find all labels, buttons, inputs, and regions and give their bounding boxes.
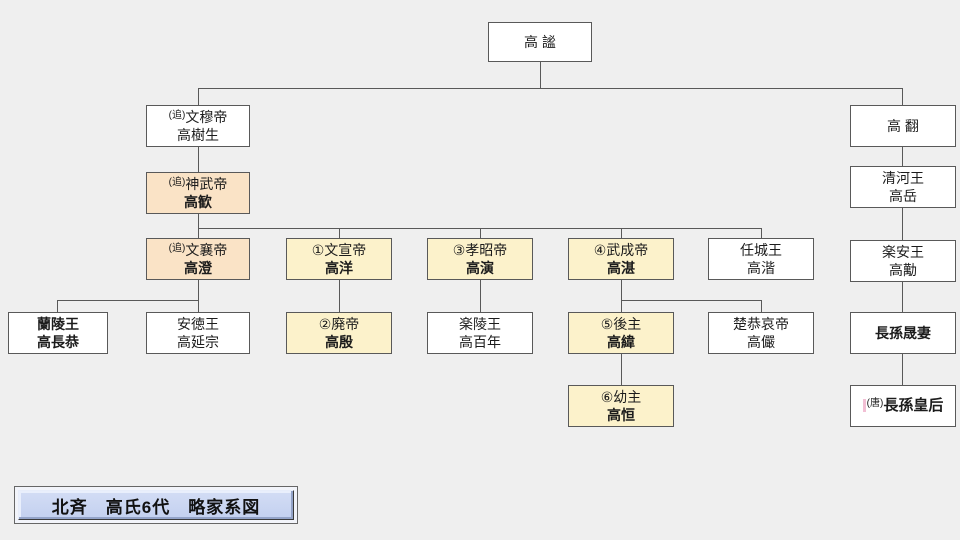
- posthumous-mark: (追): [168, 242, 186, 254]
- person-title: (追)文襄帝: [168, 241, 228, 258]
- title-banner-frame: 北斉 高氏6代 略家系図: [14, 486, 298, 524]
- person-name: 高長恭: [37, 334, 79, 350]
- person-name: 高儼: [747, 334, 775, 350]
- connector-line: [198, 147, 199, 172]
- node-leling-prince: 楽陵王 高百年: [427, 312, 533, 354]
- connector-line: [621, 300, 761, 301]
- connector-line: [621, 354, 622, 385]
- person-name: 長孫晟妻: [875, 324, 931, 341]
- person-name: 高恒: [607, 407, 635, 423]
- connector-line: [198, 88, 199, 105]
- node-qinghe-prince: 清河王 高岳: [850, 166, 956, 208]
- person-name: 高百年: [459, 334, 501, 350]
- person-name: 高 謐: [524, 33, 556, 50]
- person-title: 任城王: [740, 241, 782, 258]
- person-name: 高演: [466, 260, 494, 276]
- node-xiaozhao-emperor: ③孝昭帝 高演: [427, 238, 533, 280]
- connector-line: [902, 88, 903, 105]
- node-zhangsun-wife: 長孫晟妻: [850, 312, 956, 354]
- posthumous-mark: (追): [168, 109, 186, 121]
- node-feidi-emperor: ②廃帝 高殷: [286, 312, 392, 354]
- person-title: ②廃帝: [318, 315, 360, 332]
- connector-line: [57, 300, 198, 301]
- person-title: ③孝昭帝: [452, 241, 508, 258]
- node-lean-prince: 楽安王 高勱: [850, 240, 956, 282]
- connector-line: [57, 300, 58, 312]
- person-name: 高澄: [184, 260, 212, 276]
- connector-line: [198, 228, 761, 229]
- person-name: 高樹生: [177, 127, 219, 143]
- person-title: (追)神武帝: [168, 175, 228, 192]
- connector-line: [621, 228, 622, 238]
- person-title: ①文宣帝: [311, 241, 367, 258]
- node-houzhu-emperor: ⑤後主 高緯: [568, 312, 674, 354]
- connector-line: [902, 354, 903, 385]
- person-title: 清河王: [882, 169, 924, 186]
- diagram-title: 北斉 高氏6代 略家系図: [18, 490, 294, 520]
- connector-line: [902, 282, 903, 312]
- connector-line: [339, 228, 340, 238]
- person-title: ④武成帝: [593, 241, 649, 258]
- person-name: 高湛: [607, 260, 635, 276]
- person-name: 高湝: [747, 260, 775, 276]
- person-title: 安徳王: [177, 315, 219, 332]
- node-chugong-emperor: 楚恭哀帝 高儼: [708, 312, 814, 354]
- person-name: 高洋: [325, 260, 353, 276]
- person-title: ⑤後主: [600, 315, 642, 332]
- node-shenwu-emperor: (追)神武帝 高歓: [146, 172, 250, 214]
- pink-highlight-mark: [862, 399, 866, 413]
- node-wenxiang-emperor: (追)文襄帝 高澄: [146, 238, 250, 280]
- person-name: 高殷: [325, 334, 353, 350]
- person-title: 楽安王: [882, 243, 924, 260]
- dynasty-mark: (唐): [866, 398, 884, 410]
- person-name: 高緯: [607, 334, 635, 350]
- connector-line: [198, 280, 199, 312]
- connector-line: [198, 214, 199, 238]
- node-rencheng-prince: 任城王 高湝: [708, 238, 814, 280]
- node-zhangsun-empress: (唐)長孫皇后: [850, 385, 956, 427]
- connector-line: [198, 88, 902, 89]
- person-name-row: (唐)長孫皇后: [862, 396, 943, 416]
- posthumous-mark: (追): [168, 176, 186, 188]
- node-youzhu-emperor: ⑥幼主 高恒: [568, 385, 674, 427]
- node-gao-mi: 高 謐: [488, 22, 592, 62]
- connector-line: [540, 62, 541, 88]
- person-name: 高延宗: [177, 334, 219, 350]
- connector-line: [761, 300, 762, 312]
- person-title: ⑥幼主: [600, 388, 642, 405]
- person-name: 高 翻: [887, 117, 919, 134]
- person-title: 楽陵王: [459, 315, 501, 332]
- person-title: 楚恭哀帝: [733, 315, 789, 332]
- node-wenxuan-emperor: ①文宣帝 高洋: [286, 238, 392, 280]
- connector-line: [480, 280, 481, 312]
- node-wenmu-emperor: (追)文穆帝 高樹生: [146, 105, 250, 147]
- connector-line: [902, 147, 903, 166]
- connector-line: [339, 280, 340, 312]
- node-lanling-prince: 蘭陵王 高長恭: [8, 312, 108, 354]
- person-title: 蘭陵王: [37, 315, 79, 332]
- connector-line: [902, 208, 903, 240]
- connector-line: [480, 228, 481, 238]
- node-gao-fan: 高 翻: [850, 105, 956, 147]
- node-ande-prince: 安徳王 高延宗: [146, 312, 250, 354]
- person-name: 高歓: [184, 194, 212, 210]
- connector-line: [761, 228, 762, 238]
- node-wucheng-emperor: ④武成帝 高湛: [568, 238, 674, 280]
- person-title: (追)文穆帝: [168, 108, 228, 125]
- person-name: 高勱: [889, 262, 917, 278]
- connector-line: [621, 280, 622, 312]
- person-name: 高岳: [889, 188, 917, 204]
